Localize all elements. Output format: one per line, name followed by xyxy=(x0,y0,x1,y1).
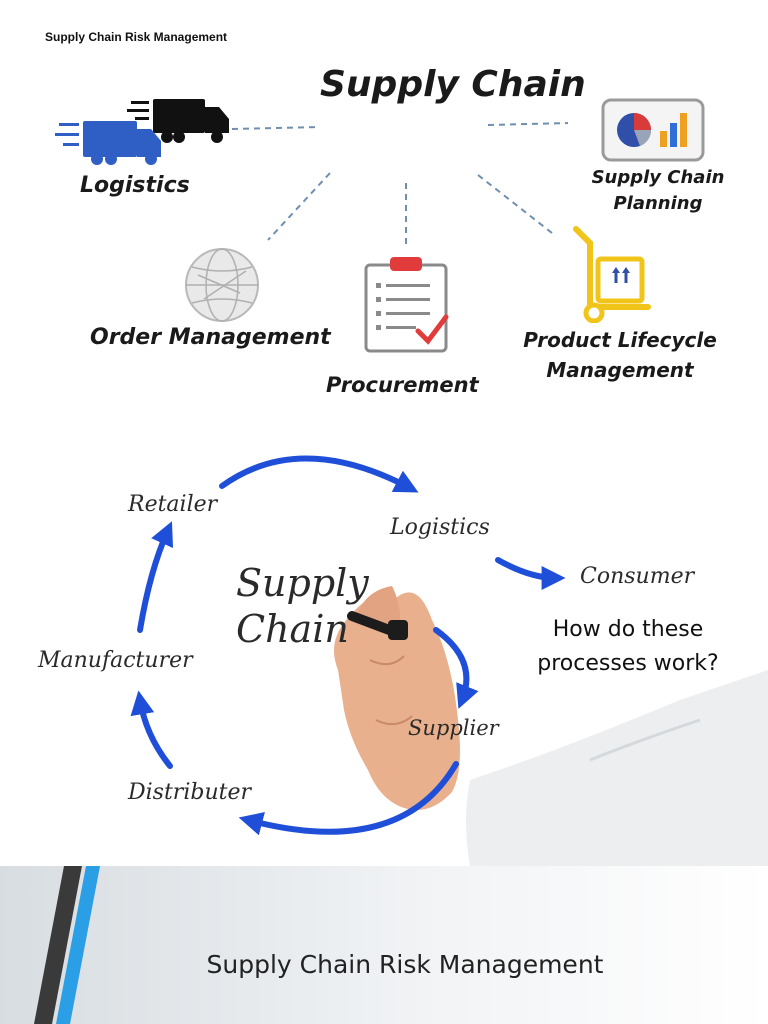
title-slide-band: Supply Chain Risk Management xyxy=(0,866,768,1024)
cycle-node-manufacturer: Manufacturer xyxy=(38,648,193,673)
clipboard-check-icon xyxy=(364,257,449,353)
dark-stripe xyxy=(34,866,82,1024)
connector-order xyxy=(267,172,331,241)
arrow-logistics-to-consumer xyxy=(495,557,566,590)
connector-planning xyxy=(487,122,569,126)
question-text: How do these processes work? xyxy=(537,617,719,676)
connector-logistics xyxy=(231,126,319,130)
supply-chain-cycle-diagram: Supply Chain Retailer Logistics Consumer… xyxy=(0,420,768,866)
cycle-node-supplier: Supplier xyxy=(408,716,499,740)
hand-truck-icon xyxy=(573,226,651,323)
arrow-retailer-to-logistics xyxy=(219,455,419,493)
accent-stripes xyxy=(34,866,100,1024)
globe-icon xyxy=(185,248,259,322)
shirt-sleeve xyxy=(466,670,768,866)
hub-node-supply-chain-planning: Supply Chain Planning xyxy=(591,167,725,214)
supply-chain-hub-diagram: Supply Chain Logistics Supply Chain Plan… xyxy=(0,55,768,420)
cycle-node-logistics: Logistics xyxy=(390,515,490,540)
arrow-supplier-to-distributer xyxy=(238,761,459,836)
arrow-distributer-to-manufacturer xyxy=(130,690,173,769)
hub-node-logistics: Logistics xyxy=(80,173,190,198)
arrow-to-supplier xyxy=(433,627,479,709)
hub-node-procurement: Procurement xyxy=(326,373,479,397)
hub-center-title: Supply Chain xyxy=(320,64,586,105)
cycle-node-retailer: Retailer xyxy=(128,492,218,517)
hand-with-marker xyxy=(334,586,460,810)
truck-icon xyxy=(55,99,229,165)
document-header: Supply Chain Risk Management xyxy=(45,30,228,44)
cycle-graphics xyxy=(130,455,768,866)
planning-chart-icon xyxy=(601,98,705,162)
hub-connector-lines xyxy=(231,122,569,247)
cycle-node-consumer: Consumer xyxy=(580,564,695,589)
blue-stripe xyxy=(56,866,100,1024)
cycle-center-title: Supply Chain xyxy=(236,561,369,651)
arrow-manufacturer-to-retailer xyxy=(137,521,174,633)
slide-title: Supply Chain Risk Management xyxy=(206,950,604,979)
hub-node-product-lifecycle: Product Lifecycle Management xyxy=(523,328,717,382)
hub-node-order-management: Order Management xyxy=(90,325,331,350)
connector-plm xyxy=(477,174,553,234)
cycle-node-distributer: Distributer xyxy=(128,780,251,805)
